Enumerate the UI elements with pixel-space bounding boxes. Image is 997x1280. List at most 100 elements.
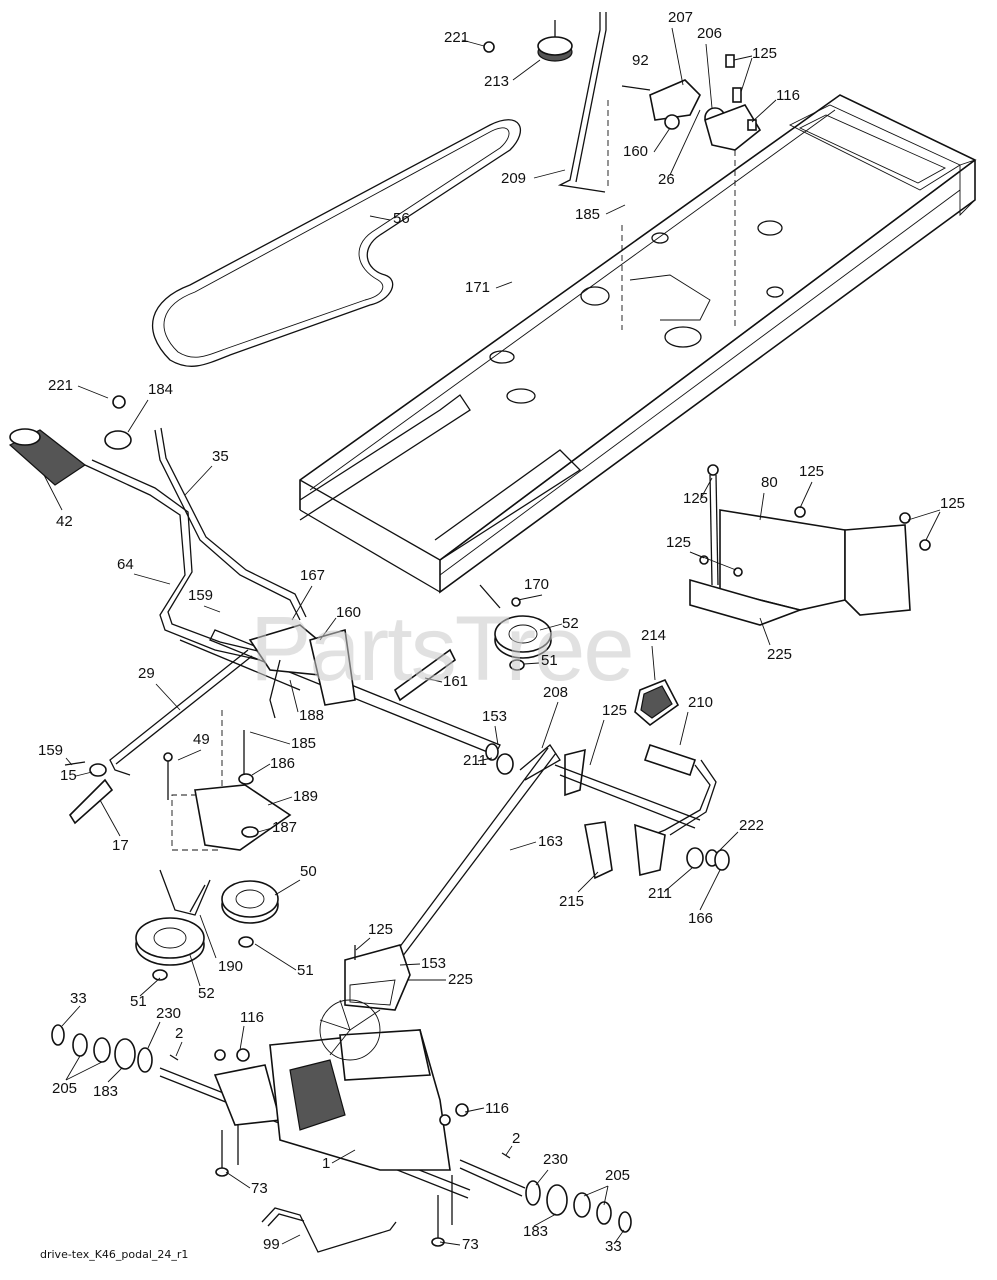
part-label-187[interactable]: 187 xyxy=(272,819,297,836)
part-label-29[interactable]: 29 xyxy=(138,665,155,682)
handle-part xyxy=(8,395,307,661)
watermark-text: PartsTree xyxy=(250,598,632,700)
part-label-125[interactable]: 125 xyxy=(666,534,691,551)
belt-part xyxy=(152,119,521,367)
part-label-125[interactable]: 125 xyxy=(368,921,393,938)
part-label-211[interactable]: 211 xyxy=(648,885,672,902)
part-label-166[interactable]: 166 xyxy=(688,910,713,927)
part-label-17[interactable]: 17 xyxy=(112,837,129,854)
part-label-211[interactable]: 211 xyxy=(463,752,487,769)
part-label-160[interactable]: 160 xyxy=(336,604,361,621)
part-label-222[interactable]: 222 xyxy=(739,817,764,834)
part-label-2[interactable]: 2 xyxy=(175,1025,183,1042)
part-label-186[interactable]: 186 xyxy=(270,755,295,772)
part-label-214[interactable]: 214 xyxy=(641,627,666,644)
spring-rod-part xyxy=(389,744,561,966)
part-label-153[interactable]: 153 xyxy=(421,955,446,972)
part-label-80[interactable]: 80 xyxy=(761,474,778,491)
part-label-125[interactable]: 125 xyxy=(752,45,777,62)
part-label-170[interactable]: 170 xyxy=(524,576,549,593)
part-label-15[interactable]: 15 xyxy=(60,767,77,784)
part-label-116[interactable]: 116 xyxy=(485,1100,509,1117)
axle-right-part xyxy=(501,1152,632,1233)
part-label-213[interactable]: 213 xyxy=(484,73,509,90)
part-label-207[interactable]: 207 xyxy=(668,9,693,26)
part-label-185[interactable]: 185 xyxy=(575,206,600,223)
part-label-64[interactable]: 64 xyxy=(117,556,134,573)
part-label-99[interactable]: 99 xyxy=(263,1236,280,1253)
part-label-225[interactable]: 225 xyxy=(448,971,473,988)
part-label-205[interactable]: 205 xyxy=(605,1167,630,1184)
part-label-116[interactable]: 116 xyxy=(776,87,800,104)
part-label-215[interactable]: 215 xyxy=(559,893,584,910)
part-label-161[interactable]: 161 xyxy=(443,673,468,690)
part-label-221[interactable]: 221 xyxy=(444,29,469,46)
part-label-183[interactable]: 183 xyxy=(523,1223,548,1240)
part-label-50[interactable]: 50 xyxy=(300,863,317,880)
part-label-56[interactable]: 56 xyxy=(393,210,410,227)
part-label-184[interactable]: 184 xyxy=(148,381,173,398)
part-label-225[interactable]: 225 xyxy=(767,646,792,663)
bracket-part xyxy=(621,54,762,151)
part-label-42[interactable]: 42 xyxy=(56,513,73,530)
diagram-caption: drive-tex_K46_podal_24_r1 xyxy=(40,1248,188,1261)
pulley-50-part xyxy=(221,880,279,948)
part-label-221[interactable]: 221 xyxy=(48,377,73,394)
axle-left-part xyxy=(51,1024,179,1073)
idler-bracket-part xyxy=(163,710,292,851)
rod-29-part xyxy=(64,649,253,825)
part-label-33[interactable]: 33 xyxy=(605,1238,622,1255)
part-label-159[interactable]: 159 xyxy=(188,587,213,604)
part-label-51[interactable]: 51 xyxy=(541,652,558,669)
part-label-171[interactable]: 171 xyxy=(465,279,490,296)
part-label-190[interactable]: 190 xyxy=(218,958,243,975)
part-label-52[interactable]: 52 xyxy=(198,985,215,1002)
part-label-209[interactable]: 209 xyxy=(501,170,526,187)
transaxle-part xyxy=(159,999,526,1225)
part-label-206[interactable]: 206 xyxy=(697,25,722,42)
part-label-208[interactable]: 208 xyxy=(543,684,568,701)
part-label-92[interactable]: 92 xyxy=(632,52,649,69)
part-label-116[interactable]: 116 xyxy=(240,1009,264,1026)
bracket-80-part xyxy=(689,464,931,626)
pedal-shaft-part xyxy=(179,624,514,775)
part-label-230[interactable]: 230 xyxy=(156,1005,181,1022)
part-label-1[interactable]: 1 xyxy=(322,1155,330,1172)
part-label-189[interactable]: 189 xyxy=(293,788,318,805)
part-label-188[interactable]: 188 xyxy=(299,707,324,724)
part-label-159[interactable]: 159 xyxy=(38,742,63,759)
part-label-2[interactable]: 2 xyxy=(512,1130,520,1147)
pulley-lower-part xyxy=(135,869,211,981)
part-label-205[interactable]: 205 xyxy=(52,1080,77,1097)
part-label-125[interactable]: 125 xyxy=(799,463,824,480)
pedal-part xyxy=(554,678,730,880)
part-label-160[interactable]: 160 xyxy=(623,143,648,160)
part-label-26[interactable]: 26 xyxy=(658,171,675,188)
frame-part xyxy=(299,94,977,594)
part-label-49[interactable]: 49 xyxy=(193,731,210,748)
part-label-33[interactable]: 33 xyxy=(70,990,87,1007)
part-label-167[interactable]: 167 xyxy=(300,567,325,584)
part-label-230[interactable]: 230 xyxy=(543,1151,568,1168)
part-label-125[interactable]: 125 xyxy=(683,490,708,507)
pulley-upper-part xyxy=(479,584,552,671)
bolts-73-part xyxy=(215,1130,445,1247)
part-label-73[interactable]: 73 xyxy=(462,1236,479,1253)
rod-99-part xyxy=(261,1207,397,1253)
part-label-153[interactable]: 153 xyxy=(482,708,507,725)
part-label-210[interactable]: 210 xyxy=(688,694,713,711)
part-label-73[interactable]: 73 xyxy=(251,1180,268,1197)
part-label-125[interactable]: 125 xyxy=(602,702,627,719)
part-label-51[interactable]: 51 xyxy=(297,962,314,979)
knob-part xyxy=(483,12,607,193)
leader-lines xyxy=(43,27,941,1246)
part-label-185[interactable]: 185 xyxy=(291,735,316,752)
part-label-163[interactable]: 163 xyxy=(538,833,563,850)
part-label-51[interactable]: 51 xyxy=(130,993,147,1010)
part-label-125[interactable]: 125 xyxy=(940,495,965,512)
part-label-183[interactable]: 183 xyxy=(93,1083,118,1100)
part-label-52[interactable]: 52 xyxy=(562,615,579,632)
part-label-35[interactable]: 35 xyxy=(212,448,229,465)
